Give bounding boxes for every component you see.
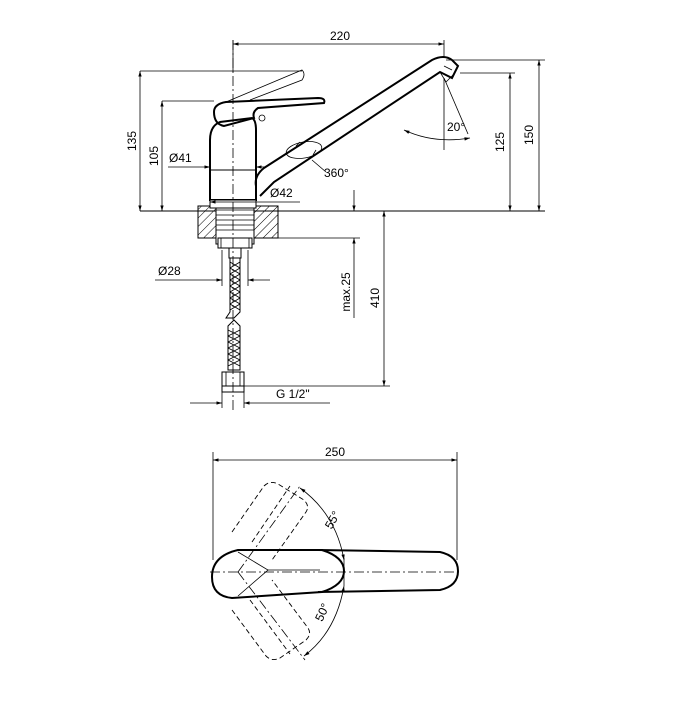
- label-spout-tilt: 20°: [447, 120, 465, 134]
- side-view: 220 135 105 Ø41 Ø42 360° 20°: [125, 29, 545, 410]
- label-hose-length: 410: [368, 288, 382, 308]
- label-connection-thread: G 1/2": [276, 387, 310, 401]
- top-view: 250 55° 50°: [210, 445, 460, 661]
- label-handle-angle-b: 50°: [312, 601, 332, 624]
- dim-deck-thickness: max.25: [278, 190, 360, 318]
- spout-top-outline: [317, 549, 460, 593]
- body-top-outline: [210, 549, 346, 600]
- label-total-height: 150: [522, 125, 536, 145]
- spout: [254, 56, 460, 197]
- label-shank-diameter: Ø28: [158, 264, 181, 278]
- dim-top-width: 250: [212, 445, 458, 560]
- label-spout-reach: 220: [330, 29, 350, 43]
- label-height-handle: 135: [125, 131, 139, 151]
- dim-connection: G 1/2": [190, 387, 330, 408]
- label-height-body: 105: [147, 146, 161, 166]
- threaded-shank: [215, 203, 255, 249]
- label-handle-angle-a: 55°: [322, 508, 343, 531]
- label-base-diameter: Ø42: [270, 186, 293, 200]
- lever-handle: [212, 69, 326, 128]
- dim-shank-diameter: Ø28: [155, 250, 270, 286]
- dim-base-diameter: Ø42: [210, 186, 300, 204]
- dim-heights-left: 135 105: [125, 70, 302, 211]
- label-body-diameter: Ø41: [169, 151, 192, 165]
- label-spout-height: 125: [493, 132, 507, 152]
- label-swivel-angle: 360°: [324, 166, 349, 180]
- dim-spout-reach: 220: [232, 29, 445, 72]
- label-top-width: 250: [325, 445, 345, 459]
- spout-tilt-indicator: [403, 77, 471, 150]
- handle-rotated-positions: [231, 481, 311, 661]
- dim-body-diameter: Ø41: [168, 151, 266, 169]
- dim-heights-right: 125 150: [446, 59, 545, 211]
- swivel-indicator: [285, 141, 327, 173]
- label-deck-thickness: max.25: [339, 272, 353, 312]
- dim-hose-length: 410: [244, 211, 390, 387]
